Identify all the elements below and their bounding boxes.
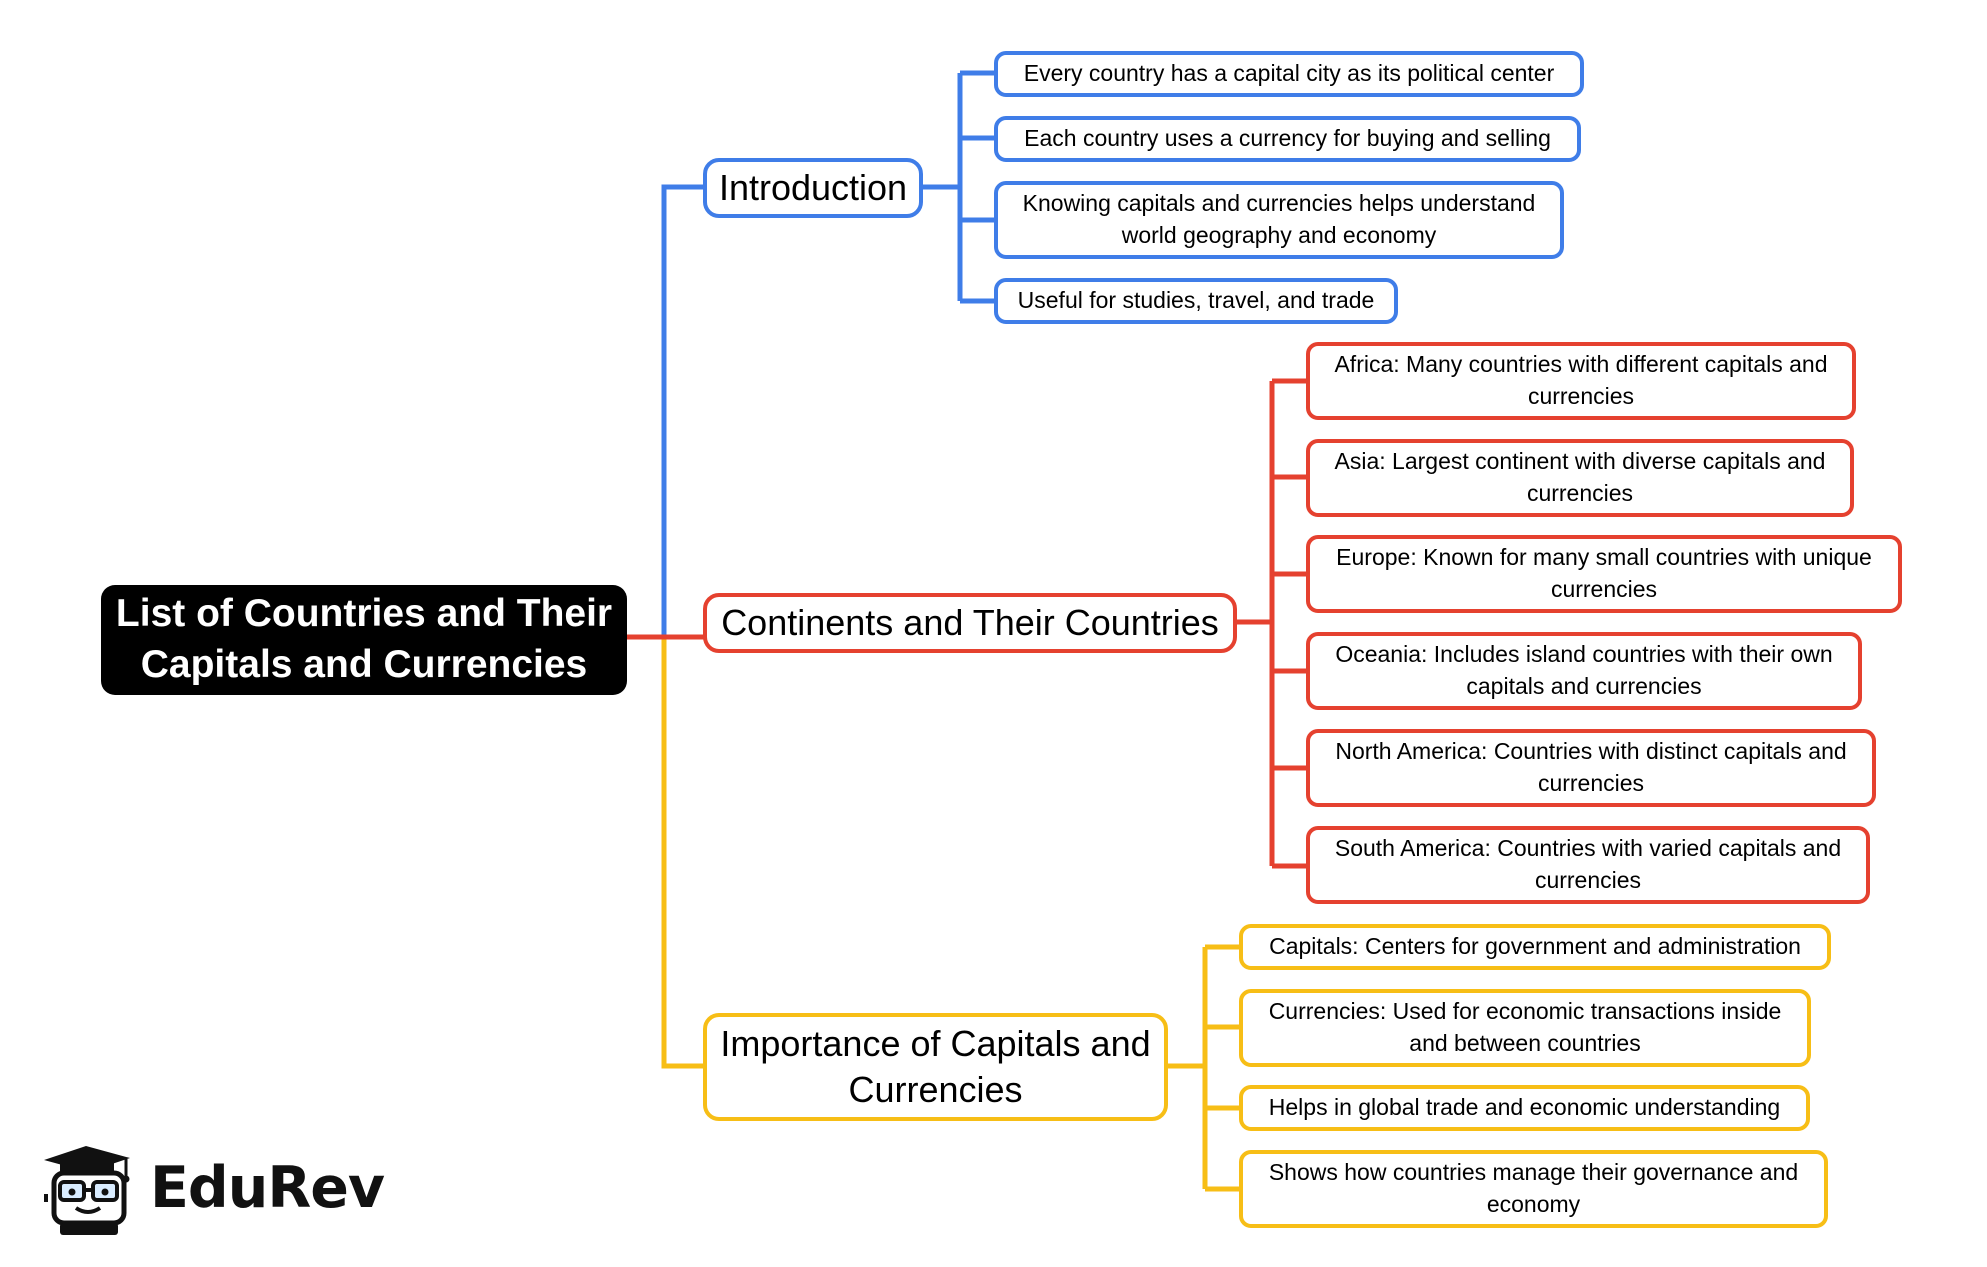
leaf-introduction-3: Knowing capitals and currencies helps un… bbox=[994, 181, 1564, 259]
branch-continents: Continents and Their Countries bbox=[703, 593, 1237, 653]
branch-importance: Importance of Capitals and Currencies bbox=[703, 1013, 1168, 1121]
leaf-continents-south-america: South America: Countries with varied cap… bbox=[1306, 826, 1870, 904]
leaf-importance-4: Shows how countries manage their governa… bbox=[1239, 1150, 1828, 1228]
leaf-importance-2: Currencies: Used for economic transactio… bbox=[1239, 989, 1811, 1067]
connector-continents-leaves bbox=[1235, 378, 1307, 869]
connector-root-importance bbox=[661, 637, 704, 1069]
edurev-logo: EduRev bbox=[38, 1142, 385, 1238]
leaf-continents-north-america: North America: Countries with distinct c… bbox=[1306, 729, 1876, 807]
leaf-importance-1: Capitals: Centers for government and adm… bbox=[1239, 924, 1831, 970]
logo-text: EduRev bbox=[150, 1155, 385, 1221]
connector-introduction-leaves bbox=[920, 70, 995, 304]
leaf-continents-europe: Europe: Known for many small countries w… bbox=[1306, 535, 1902, 613]
leaf-continents-oceania: Oceania: Includes island countries with … bbox=[1306, 632, 1862, 710]
graduate-mascot-icon bbox=[44, 1146, 130, 1235]
leaf-introduction-2: Each country uses a currency for buying … bbox=[994, 116, 1581, 162]
connector-importance-leaves bbox=[1166, 944, 1240, 1192]
root-node: List of Countries and Their Capitals and… bbox=[101, 585, 627, 695]
leaf-continents-africa: Africa: Many countries with different ca… bbox=[1306, 342, 1856, 420]
leaf-introduction-4: Useful for studies, travel, and trade bbox=[994, 278, 1398, 324]
connector-root-introduction bbox=[626, 184, 704, 640]
branch-introduction: Introduction bbox=[703, 158, 923, 218]
leaf-continents-asia: Asia: Largest continent with diverse cap… bbox=[1306, 439, 1854, 517]
leaf-introduction-1: Every country has a capital city as its … bbox=[994, 51, 1584, 97]
leaf-importance-3: Helps in global trade and economic under… bbox=[1239, 1085, 1810, 1131]
